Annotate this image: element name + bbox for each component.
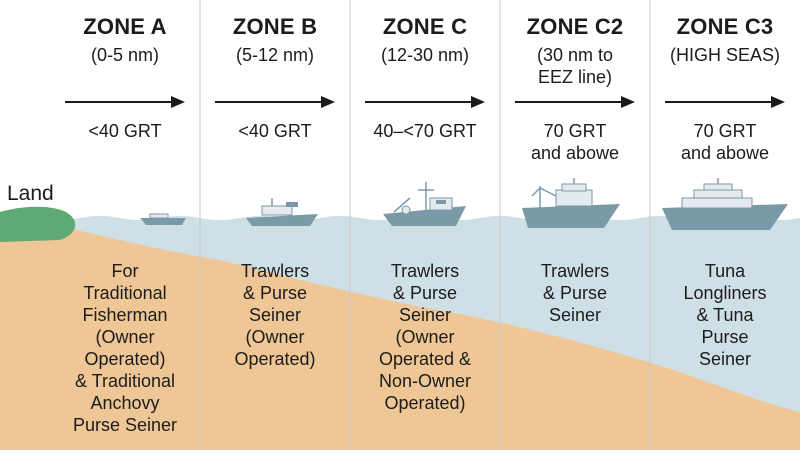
- zone-tonnage: <40 GRT: [238, 121, 312, 141]
- zone-tonnage: 70 GRT and abowe: [680, 121, 770, 163]
- land-label: Land: [7, 182, 54, 205]
- arrow-right-icon: [665, 96, 785, 108]
- zone-range: (5-12 nm): [235, 45, 315, 65]
- zone-title: ZONE C2: [526, 14, 624, 39]
- zone-vessel-types: For Traditional Fisherman (Owner Operate…: [72, 261, 178, 435]
- zone-title: ZONE C3: [676, 14, 774, 39]
- arrow-right-icon: [515, 96, 635, 108]
- zone-c3-column: ZONE C3 (HIGH SEAS) 70 GRT and abowe Tun…: [650, 0, 800, 450]
- zone-tonnage: 70 GRT and abowe: [530, 121, 620, 163]
- arrow-right-icon: [365, 96, 485, 108]
- zone-range: (30 nm to EEZ line): [536, 45, 614, 87]
- zone-c2-column: ZONE C2 (30 nm to EEZ line) 70 GRT and a…: [500, 0, 650, 450]
- zone-b-column: ZONE B (5-12 nm) <40 GRT Trawlers & Purs…: [200, 0, 350, 450]
- small-trawler-icon: [246, 198, 318, 226]
- zone-title: ZONE C: [382, 14, 468, 39]
- zone-range: (12-30 nm): [380, 45, 470, 65]
- zone-vessel-types: Trawlers & Purse Seiner (Owner Operated): [234, 261, 316, 369]
- large-trawler-icon: [522, 178, 620, 228]
- zone-vessel-types: Trawlers & Purse Seiner (Owner Operated …: [378, 261, 472, 413]
- zone-title: ZONE B: [232, 14, 318, 39]
- zone-tonnage: <40 GRT: [88, 121, 162, 141]
- arrow-right-icon: [215, 96, 335, 108]
- zone-range: (HIGH SEAS): [669, 45, 780, 65]
- zone-vessel-types: Tuna Longliners & Tuna Purse Seiner: [683, 261, 767, 369]
- land-mass: [0, 206, 76, 242]
- zone-vessel-types: Trawlers & Purse Seiner: [540, 261, 610, 325]
- zone-range: (0-5 nm): [90, 45, 159, 65]
- zone-tonnage: 40–<70 GRT: [373, 121, 477, 141]
- zone-a-column: ZONE A (0-5 nm) <40 GRT For Traditional …: [50, 0, 200, 450]
- medium-trawler-icon: [383, 182, 466, 226]
- zone-title: ZONE A: [83, 14, 167, 39]
- zone-c-column: ZONE C (12-30 nm) 40–<70 GRT Trawlers & …: [350, 0, 500, 450]
- small-boat-icon: [140, 213, 186, 225]
- arrow-right-icon: [65, 96, 185, 108]
- longliner-icon: [662, 178, 788, 230]
